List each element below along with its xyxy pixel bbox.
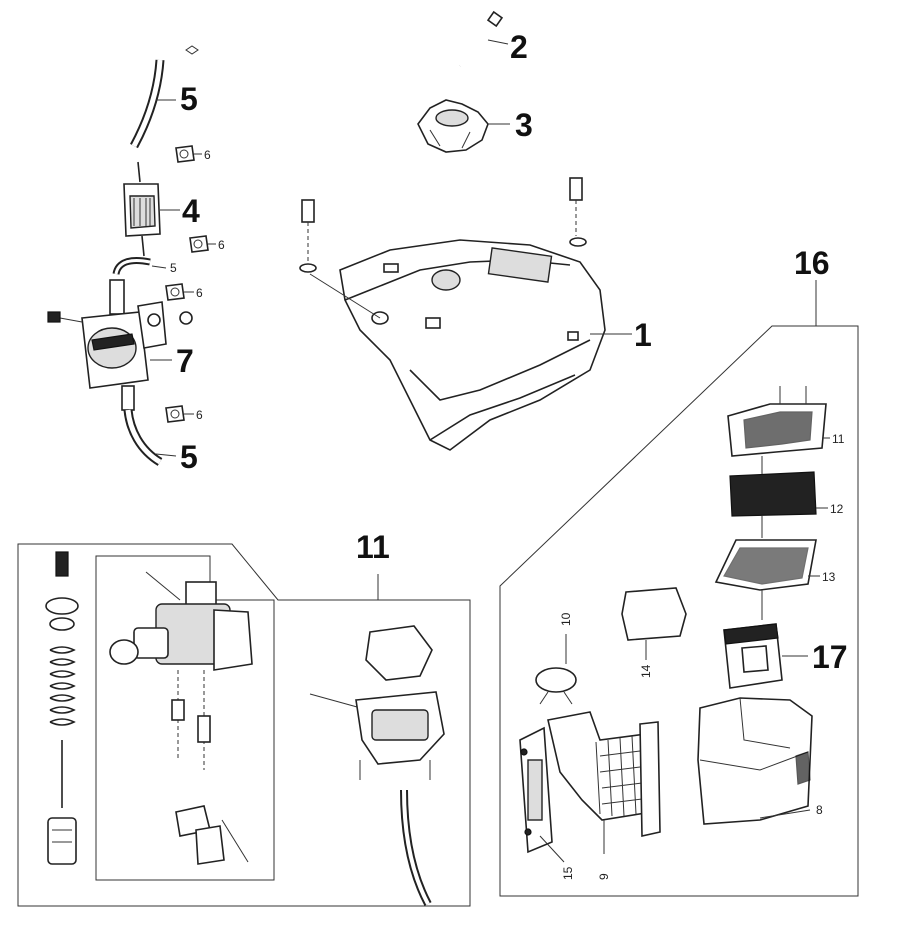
- gasket-14: [621, 587, 687, 641]
- part-3-fuel-cap: [417, 99, 489, 153]
- label-6-a: 6: [204, 148, 211, 162]
- label-5-mid: 5: [170, 261, 177, 275]
- clip-6-b: [189, 235, 209, 253]
- group-16-air-filter: 11 12 13 17 14: [499, 280, 859, 897]
- label-4: 4: [182, 193, 200, 229]
- part-2-hose: [458, 10, 504, 67]
- carb-float-bowl: [309, 625, 445, 906]
- label-sub-13: 13: [822, 570, 836, 584]
- label-sub-14: 14: [639, 664, 653, 678]
- label-11-group: 11: [356, 529, 390, 565]
- label-sub-15: 15: [561, 866, 575, 880]
- label-sub-11: 11: [832, 432, 845, 446]
- part-7-fuel-valve: [47, 279, 193, 411]
- carb-body: [109, 571, 253, 865]
- label-3: 3: [515, 107, 533, 143]
- boot-9: [547, 711, 661, 837]
- tank-bolt-left: [299, 199, 317, 273]
- clip-6-c: [165, 283, 185, 301]
- label-sub-12: 12: [830, 502, 844, 516]
- clip-6-d: [165, 405, 185, 423]
- part-4-fuel-filter: [123, 161, 161, 257]
- label-sub-8: 8: [816, 803, 823, 817]
- part-5-hose-top: [130, 45, 199, 149]
- group-11-carburetor: [17, 543, 471, 907]
- plate-15: [519, 726, 553, 854]
- clip-6-a: [175, 145, 195, 163]
- clamp-10: [535, 667, 577, 705]
- part-5-hose-bottom: [123, 409, 163, 466]
- label-sub-10: 10: [559, 612, 573, 626]
- box-8: [697, 697, 813, 825]
- label-2: 2: [510, 29, 528, 65]
- part-5-hose-middle: [112, 257, 151, 275]
- label-5-top: 5: [180, 81, 198, 117]
- air-element-13: [714, 539, 817, 591]
- air-element-12: [729, 471, 817, 517]
- label-6-d: 6: [196, 408, 203, 422]
- label-6-b: 6: [218, 238, 225, 252]
- carb-needle-spring: [45, 551, 79, 865]
- label-16-group: 16: [794, 245, 830, 281]
- label-sub-9: 9: [597, 873, 611, 880]
- label-17: 17: [812, 639, 848, 675]
- label-5-bottom: 5: [180, 439, 198, 475]
- air-element-17: [723, 623, 783, 689]
- air-element-11: [727, 386, 827, 457]
- part-1-fuel-tank: [299, 177, 606, 451]
- label-1: 1: [634, 317, 652, 353]
- label-7: 7: [176, 343, 194, 379]
- tank-bolt-right: [569, 177, 587, 247]
- label-6-c: 6: [196, 286, 203, 300]
